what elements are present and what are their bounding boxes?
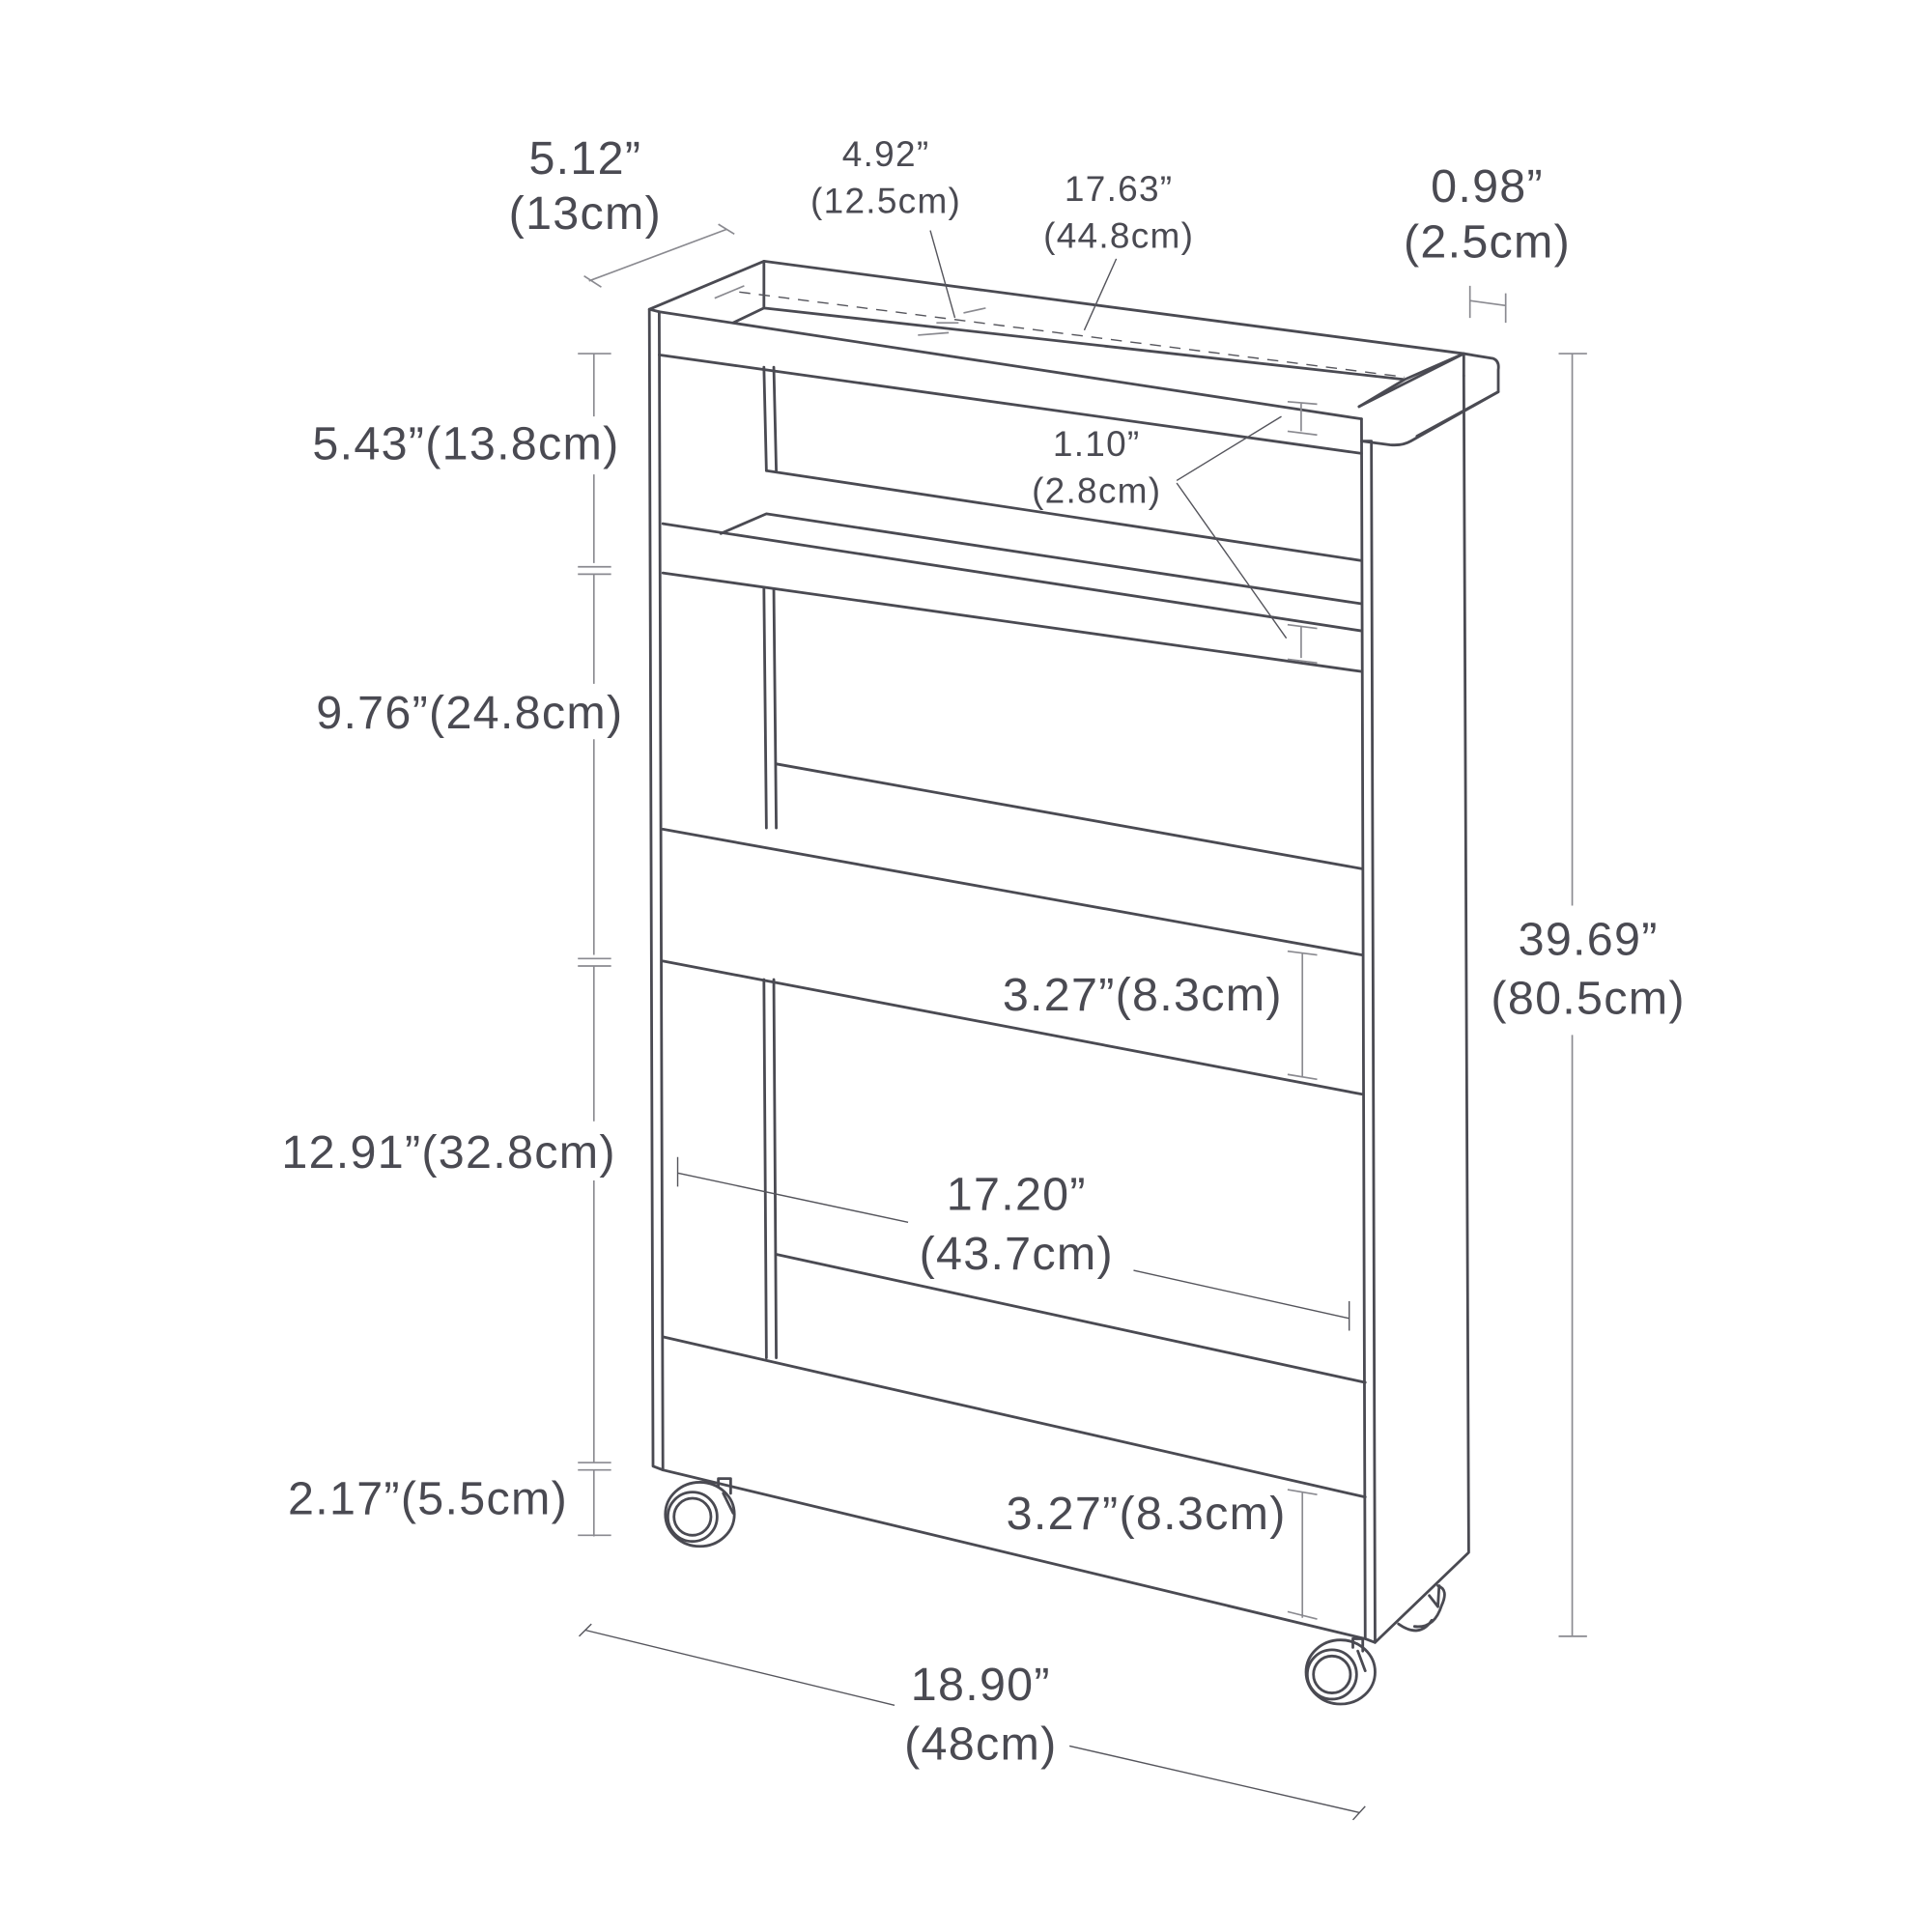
- shelf-width-inch-label: 17.20”: [947, 1169, 1087, 1221]
- left-height-chain: [578, 353, 611, 1537]
- upper-lip-label: 3.27”(8.3cm): [1003, 969, 1283, 1021]
- top-front-rail: [657, 310, 1363, 455]
- front-left-post: [647, 307, 665, 1472]
- rail-height-leaders: [1176, 415, 1288, 639]
- handle-inch-label: 0.98”: [1431, 160, 1544, 213]
- total-width-dim-line: [578, 1623, 1366, 1821]
- cart-body: [647, 260, 1500, 1706]
- caster-back-right: [1397, 1584, 1446, 1633]
- lower-lip-label: 3.27”(8.3cm): [1007, 1488, 1287, 1540]
- lower-shelf: [661, 1253, 1367, 1640]
- rail-height-inch-label: 1.10”: [1053, 424, 1141, 464]
- inner-depth-inch-label: 4.92”: [842, 134, 930, 174]
- inner-width-dashed-line: [739, 291, 1406, 379]
- rail-height-dims: [1287, 400, 1318, 665]
- top-section-label: 5.43”(13.8cm): [312, 418, 619, 470]
- front-right-post: [1360, 417, 1377, 1644]
- handle-dim-line: [1468, 285, 1507, 324]
- inner-width-cm-label: (44.8cm): [1043, 215, 1194, 255]
- inner-depth-cm-label: (12.5cm): [810, 182, 961, 221]
- depth-inch-label: 5.12”: [528, 132, 641, 185]
- caster-front-right: [1304, 1637, 1377, 1706]
- rail-height-cm-label: (2.8cm): [1032, 470, 1161, 510]
- side-panel: [1374, 374, 1470, 1644]
- inner-back-post: [762, 365, 778, 1360]
- dimension-lines: [578, 223, 1587, 1821]
- lower-lip-dim: [1287, 1489, 1318, 1620]
- total-height-cm-label: (80.5cm): [1491, 973, 1685, 1025]
- middle-shelf: [661, 762, 1363, 1096]
- dimension-labels: 5.12” (13cm) 4.92” (12.5cm) 17.63” (44.8…: [281, 132, 1685, 1771]
- caster-front-left: [664, 1477, 736, 1548]
- depth-dim-line: [583, 223, 735, 288]
- inner-width-inch-label: 17.63”: [1065, 169, 1173, 209]
- upper-lip-dim: [1287, 950, 1318, 1081]
- top-tray-inner: [731, 260, 1465, 409]
- handle-cm-label: (2.5cm): [1404, 216, 1571, 269]
- total-height-dim: [1558, 353, 1587, 1637]
- depth-cm-label: (13cm): [509, 187, 662, 240]
- caster-height-label: 2.17”(5.5cm): [288, 1473, 568, 1525]
- shelf-width-dim-line: [676, 1156, 1350, 1331]
- handle: [1357, 352, 1500, 438]
- inner-depth-leader: [929, 230, 956, 319]
- inner-width-leader: [1083, 258, 1118, 331]
- lower-section-label: 12.91”(32.8cm): [281, 1126, 615, 1179]
- middle-section-label: 9.76”(24.8cm): [316, 687, 623, 739]
- top-shelf: [661, 469, 1363, 673]
- total-width-cm-label: (48cm): [904, 1718, 1057, 1770]
- top-tray-rim: [647, 260, 1500, 447]
- total-width-inch-label: 18.90”: [911, 1659, 1051, 1711]
- shelf-width-cm-label: (43.7cm): [920, 1228, 1114, 1280]
- total-height-inch-label: 39.69”: [1519, 914, 1659, 966]
